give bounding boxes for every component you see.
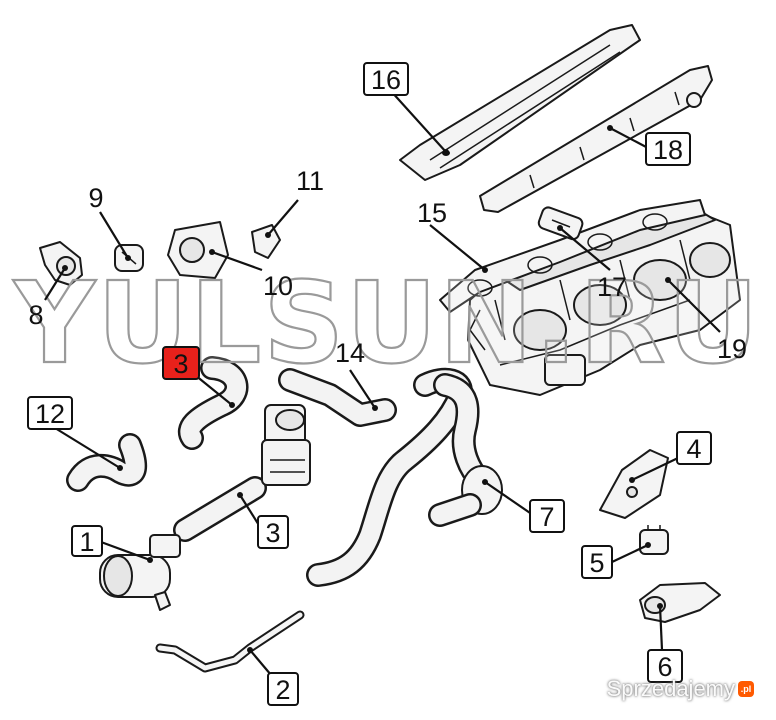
svg-text:5: 5: [589, 548, 604, 578]
svg-text:18: 18: [653, 135, 683, 165]
hose-12: [66, 433, 148, 492]
logo-text: Sprzedajemy: [606, 676, 735, 701]
callout-8: 8: [28, 300, 43, 330]
svg-text:1: 1: [79, 527, 94, 557]
svg-text:4: 4: [686, 434, 701, 464]
callout-7: 7: [529, 499, 565, 533]
callout-11: 11: [296, 166, 324, 196]
svg-text:3: 3: [173, 349, 188, 379]
svg-text:16: 16: [371, 65, 401, 95]
callout-19: 19: [717, 334, 747, 364]
svg-text:YULSUN.RU: YULSUN.RU: [12, 259, 761, 389]
svg-text:6: 6: [657, 652, 672, 682]
sprzedajemy-logo: Sprzedajemy.pl: [607, 676, 754, 702]
leader-lines: [44, 89, 721, 689]
hose-7: [428, 373, 503, 527]
svg-text:19: 19: [717, 334, 747, 364]
callout-17: 17: [597, 272, 627, 302]
callout-4: 4: [676, 431, 712, 465]
callout-15: 15: [417, 198, 447, 228]
hose-3-upper: [177, 356, 249, 450]
callout-12: 12: [27, 396, 73, 430]
callout-3: 3: [257, 515, 289, 549]
watermark: YULSUN.RU YULSUN.RU: [11, 258, 761, 390]
svg-text:2: 2: [275, 675, 290, 705]
pipe-2: [155, 610, 305, 673]
part-11: [251, 224, 281, 259]
svg-text:14: 14: [335, 338, 365, 368]
svg-text:9: 9: [88, 183, 103, 213]
callout-16: 16: [363, 62, 409, 96]
part-10: [167, 221, 229, 279]
svg-text:7: 7: [539, 502, 554, 532]
callout-6: 6: [647, 649, 683, 683]
injector: [537, 206, 584, 241]
callout-18: 18: [645, 132, 691, 166]
callout-9: 9: [88, 183, 103, 213]
pump-1: [99, 534, 181, 611]
svg-text:YULSUN.RU: YULSUN.RU: [12, 259, 761, 389]
callout-3-highlighted: 3: [162, 346, 200, 380]
part-8: [39, 241, 83, 286]
callout-10: 10: [263, 271, 293, 301]
svg-text:8: 8: [28, 300, 43, 330]
valve-part: [261, 404, 311, 486]
callout-1: 1: [71, 525, 103, 557]
intake-gasket: [439, 199, 706, 313]
part-6: [639, 582, 721, 623]
part-5: [639, 525, 669, 555]
fuel-rail: [479, 65, 713, 213]
svg-text:11: 11: [296, 166, 324, 196]
hose-3-lower: [173, 476, 267, 542]
hose-14: [278, 368, 397, 427]
svg-text:17: 17: [597, 272, 627, 302]
callout-2: 2: [267, 672, 299, 706]
engine-cover: [399, 24, 641, 181]
logo-badge: .pl: [738, 681, 754, 697]
svg-text:3: 3: [265, 518, 280, 548]
svg-text:10: 10: [263, 271, 293, 301]
svg-text:15: 15: [417, 198, 447, 228]
callout-5: 5: [581, 545, 613, 579]
part-4: [599, 449, 669, 519]
svg-text:12: 12: [35, 399, 65, 429]
callout-14: 14: [335, 338, 365, 368]
